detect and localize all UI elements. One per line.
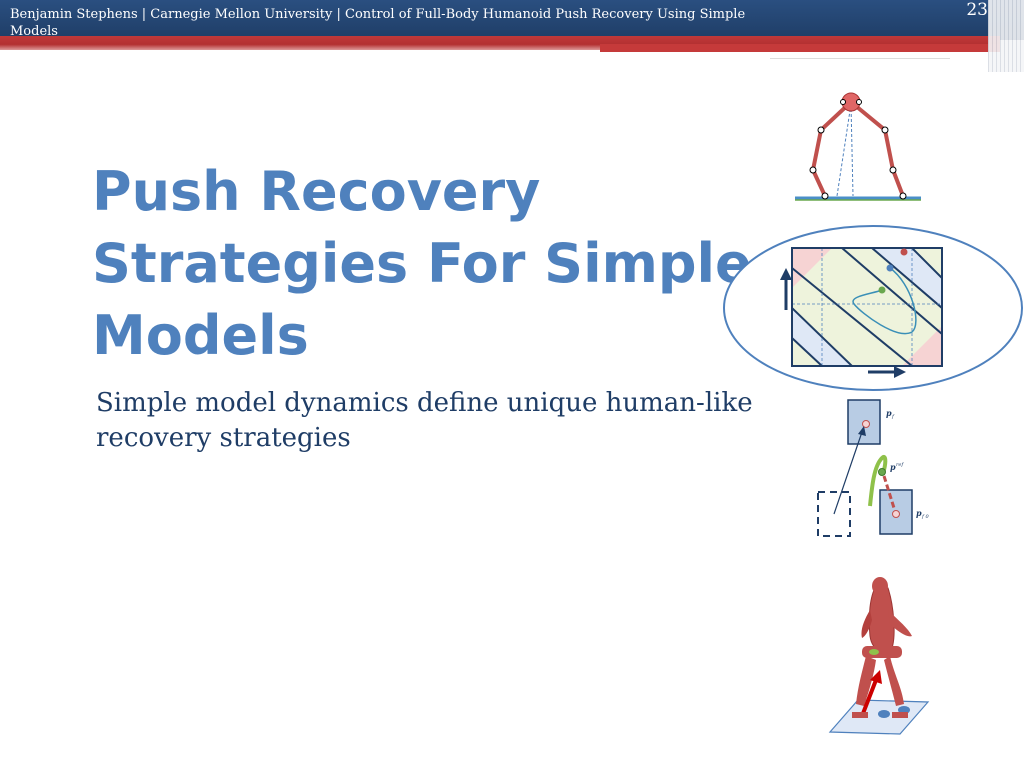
label-pref: p: [890, 462, 896, 472]
right-leg: [849, 100, 905, 197]
header-author-text: Benjamin Stephens | Carnegie Mellon Univ…: [10, 7, 746, 39]
label-pf: p: [886, 408, 892, 418]
humanoid-robot-illustration: [828, 577, 930, 735]
foot-box-dashed: [817, 491, 851, 537]
label-pf0-sub: f 0: [921, 514, 929, 520]
phase-plot-illustration: [723, 225, 1023, 391]
floor-plate: [828, 699, 930, 735]
page-number: 23: [966, 0, 988, 20]
header-white-strip: [610, 52, 770, 55]
header-decorative-lines: [988, 0, 1024, 72]
push-force-arrow: [860, 679, 878, 717]
left-leg: [810, 100, 853, 197]
header-white-strip-lower: [770, 58, 950, 63]
slide-subtitle: Simple model dynamics define unique huma…: [96, 388, 753, 453]
stepping-diagram-illustration: p f p f 0 p ref: [817, 399, 929, 537]
label-pref-sup: ref: [896, 462, 904, 468]
label-pf-sub: f: [891, 414, 895, 420]
pendulum-model-illustration: [795, 92, 921, 201]
trajectory-curve: [868, 455, 888, 507]
header-bar: [0, 0, 1024, 40]
header-red-accent: [600, 44, 1000, 52]
label-pf0: p: [916, 508, 922, 518]
slide-title: Push Recovery Strategies For Simple Mode…: [92, 160, 752, 367]
